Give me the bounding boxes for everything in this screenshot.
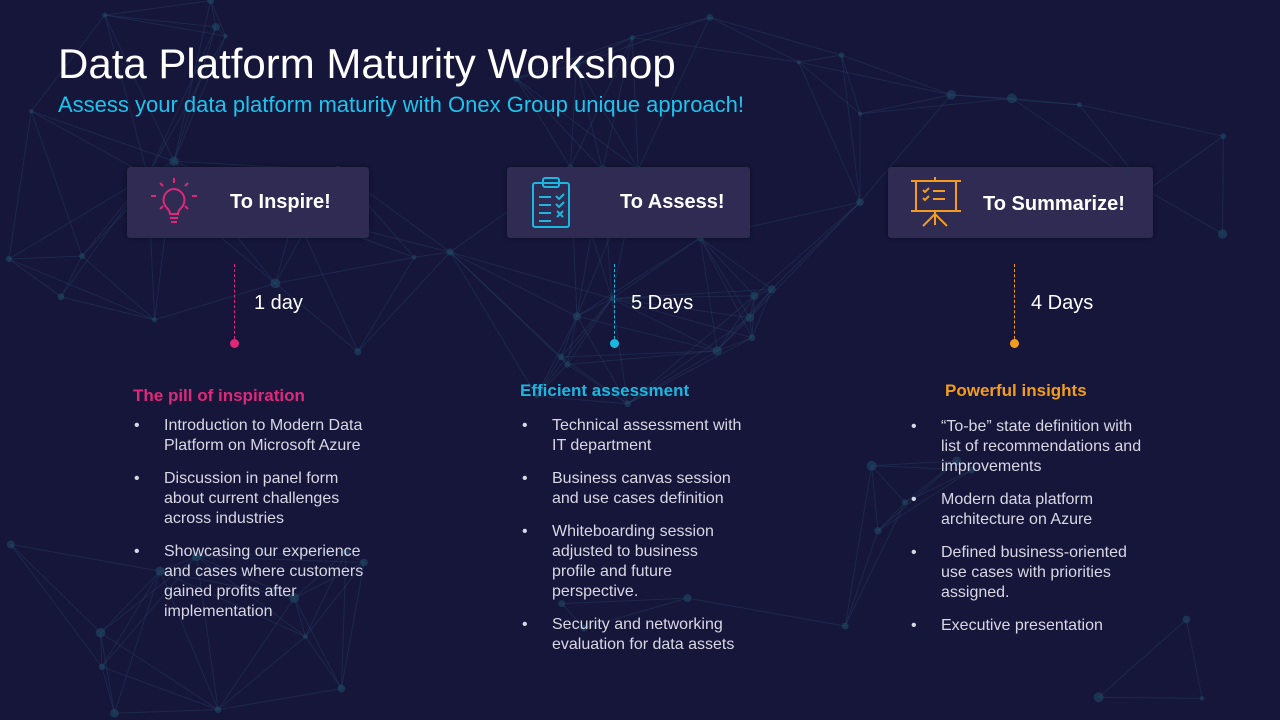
bullet-list: Introduction to Modern Data Platform on … [134, 416, 364, 635]
presentation-board-icon [911, 177, 961, 227]
list-item: Executive presentation [911, 616, 1151, 636]
list-item: Business canvas session and use cases de… [522, 469, 742, 509]
page-title: Data Platform Maturity Workshop [58, 40, 676, 87]
duration: 5 Days [631, 292, 694, 314]
timeline-connector [1014, 264, 1015, 344]
list-item: Technical assessment with IT department [522, 416, 742, 456]
timeline-connector [234, 264, 235, 344]
bullet-list: “To-be” state definition with list of re… [911, 417, 1151, 649]
list-item: Introduction to Modern Data Platform on … [134, 416, 364, 456]
card-inspire: To Inspire! [127, 167, 369, 238]
page-subtitle: Assess your data platform maturity with … [58, 92, 745, 117]
duration: 4 Days [1031, 292, 1094, 314]
bullet-list: Technical assessment with IT department … [522, 416, 742, 668]
card-label: To Summarize! [983, 193, 1125, 215]
list-item: Defined business-oriented use cases with… [911, 543, 1151, 603]
list-item: “To-be” state definition with list of re… [911, 417, 1151, 477]
column-heading: Efficient assessment [520, 381, 690, 400]
list-item: Security and networking evaluation for d… [522, 615, 742, 655]
list-item: Whiteboarding session adjusted to busine… [522, 522, 742, 602]
lightbulb-icon [151, 178, 197, 223]
duration: 1 day [254, 292, 303, 314]
column-heading: The pill of inspiration [133, 386, 305, 405]
timeline-dot [610, 339, 619, 348]
list-item: Modern data platform architecture on Azu… [911, 490, 1151, 530]
card-label: To Assess! [620, 191, 725, 213]
column-heading: Powerful insights [945, 381, 1087, 400]
card-summarize: To Summarize! [888, 167, 1153, 238]
card-label: To Inspire! [230, 191, 331, 213]
clipboard-checklist-icon [532, 177, 570, 228]
list-item: Showcasing our experience and cases wher… [134, 542, 364, 622]
timeline-connector [614, 264, 615, 344]
list-item: Discussion in panel form about current c… [134, 469, 364, 529]
card-assess: To Assess! [507, 167, 750, 238]
timeline-dot [230, 339, 239, 348]
timeline-dot [1010, 339, 1019, 348]
